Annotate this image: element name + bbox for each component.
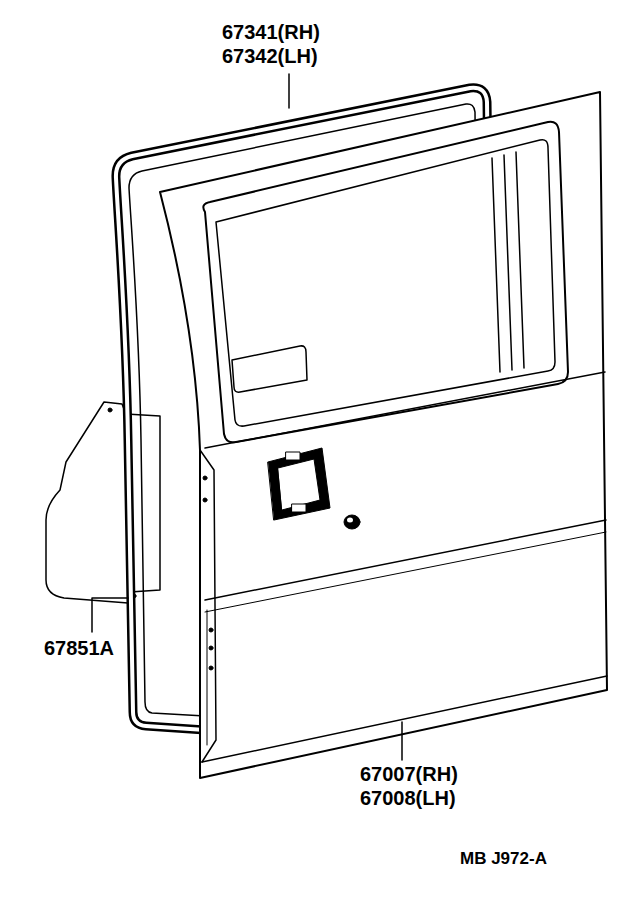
part-number: 67851A <box>44 638 114 658</box>
leader-line <box>288 74 290 108</box>
part-number: 67342(LH) <box>222 46 318 66</box>
figure-code: MB J972-A <box>460 850 547 867</box>
part-number: 67007(RH) <box>360 764 458 784</box>
leader-line <box>92 598 128 632</box>
part-number: 67008(LH) <box>360 788 456 808</box>
part-number: 67341(RH) <box>222 22 320 42</box>
leader-line <box>401 722 403 760</box>
door-panel <box>160 92 607 778</box>
